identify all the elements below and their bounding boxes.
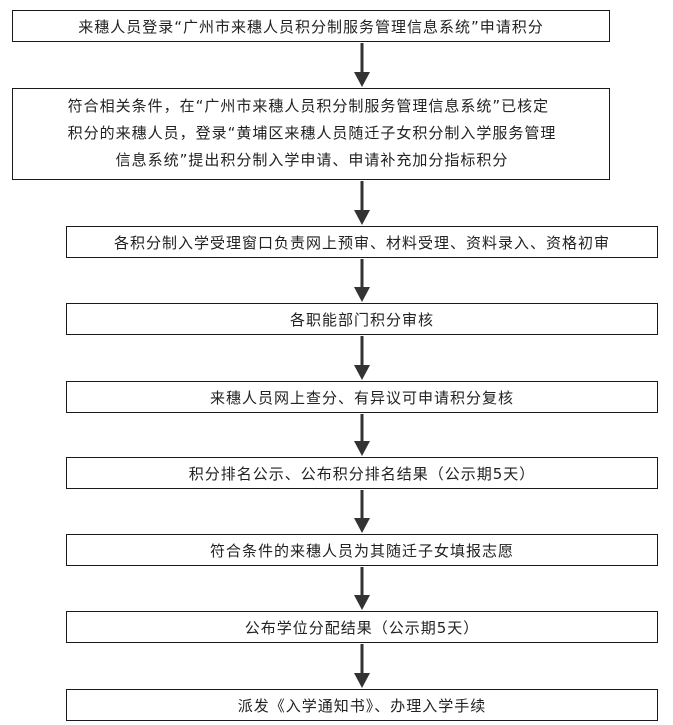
arrow-5-icon <box>353 414 371 457</box>
step-6-box: 积分排名公示、公布积分排名结果（公示期5天） <box>66 457 658 489</box>
step-5-box: 来穗人员网上查分、有异议可申请积分复核 <box>66 381 658 413</box>
arrow-8-icon <box>353 644 371 689</box>
arrow-2-icon <box>353 181 371 226</box>
step-9-text: 派发《入学通知书》、办理入学手续 <box>237 696 487 715</box>
step-4-text: 各职能部门积分审核 <box>289 310 434 329</box>
step-1-box: 来穗人员登录“广州市来穗人员积分制服务管理信息系统”申请积分 <box>12 10 610 42</box>
step-8-box: 公布学位分配结果（公示期5天） <box>66 611 658 643</box>
arrow-6-icon <box>353 490 371 534</box>
step-7-box: 符合条件的来穗人员为其随迁子女填报志愿 <box>66 534 658 566</box>
arrow-3-icon <box>353 259 371 303</box>
step-3-box: 各积分制入学受理窗口负责网上预审、材料受理、资料录入、资格初审 <box>66 226 658 258</box>
arrow-1-icon <box>353 43 371 88</box>
step-8-text: 公布学位分配结果（公示期5天） <box>244 618 480 637</box>
step-7-text: 符合条件的来穗人员为其随迁子女填报志愿 <box>209 541 514 560</box>
step-9-box: 派发《入学通知书》、办理入学手续 <box>66 689 658 721</box>
step-2-line-3: 信息系统”提出积分制入学申请、申请补充加分指标积分 <box>115 151 509 169</box>
arrow-7-icon <box>353 567 371 611</box>
step-5-text: 来穗人员网上查分、有异议可申请积分复核 <box>209 388 514 407</box>
step-1-text: 来穗人员登录“广州市来穗人员积分制服务管理信息系统”申请积分 <box>78 17 544 36</box>
step-2-line-2: 积分的来穗人员，登录“黄埔区来穗人员随迁子女积分制入学服务管理 <box>67 124 557 142</box>
step-3-text: 各积分制入学受理窗口负责网上预审、材料受理、资料录入、资格初审 <box>113 233 610 252</box>
step-2-box: 符合相关条件，在“广州市来穗人员积分制服务管理信息系统”已核定 积分的来穗人员，… <box>12 88 610 180</box>
step-6-text: 积分排名公示、公布积分排名结果（公示期5天） <box>188 464 536 483</box>
arrow-4-icon <box>353 336 371 381</box>
step-4-box: 各职能部门积分审核 <box>66 303 658 335</box>
step-2-line-1: 符合相关条件，在“广州市来穗人员积分制服务管理信息系统”已核定 <box>67 97 550 115</box>
